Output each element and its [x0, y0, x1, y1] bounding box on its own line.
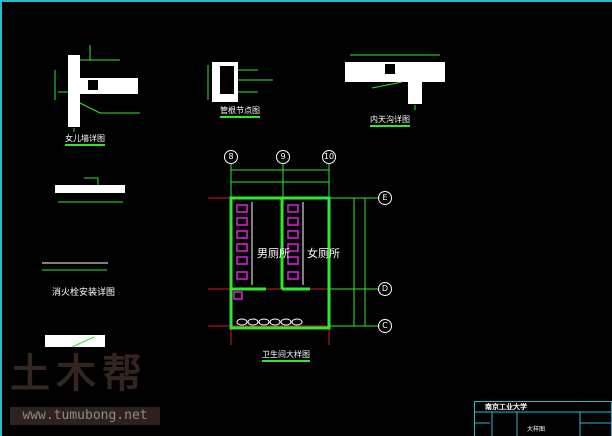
axis-bubble-10: 10 — [322, 150, 336, 164]
title-block-sheet: 大样图 — [527, 426, 546, 433]
axis-bubble-D: D — [378, 282, 392, 296]
watermark-url: www.tumubong.net — [10, 407, 160, 425]
title-block-school: 南京工业大学 — [485, 403, 527, 411]
pipe-node-detail — [207, 62, 273, 102]
title-block: 南京工业大学 大样图 — [474, 401, 612, 436]
watermark-logo: 土木帮 — [10, 351, 148, 397]
toilet-plan-title: 卫生间大样图 — [262, 350, 310, 362]
inner-gutter-detail — [345, 54, 445, 110]
axis-bubble-E: E — [378, 191, 392, 205]
pipe-node-title: 管根节点图 — [220, 106, 260, 118]
axis-bubble-8: 8 — [224, 150, 238, 164]
toilet-plan — [208, 164, 380, 345]
room-men: 男厕所 — [257, 247, 290, 260]
title-block-lines — [474, 411, 611, 436]
hydrant-title: 消火栓安装详图 — [52, 288, 116, 298]
room-women: 女厕所 — [307, 247, 340, 260]
axis-bubble-C: C — [378, 319, 392, 333]
left-details — [42, 177, 125, 348]
axis-bubble-9: 9 — [276, 150, 290, 164]
parapet-title: 女儿墙详图 — [65, 134, 105, 146]
parapet-detail — [54, 45, 140, 132]
inner-gutter-title: 内天沟详图 — [370, 115, 410, 127]
